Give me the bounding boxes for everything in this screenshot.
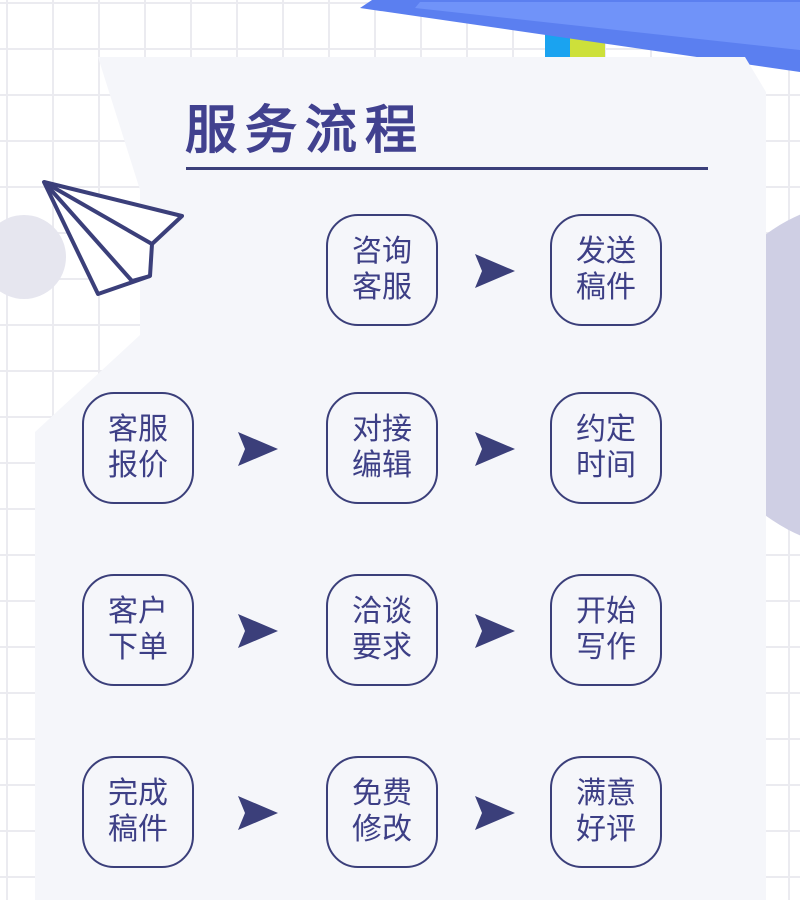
step-label: 时间	[576, 448, 636, 483]
process-step: 发送稿件	[550, 214, 662, 326]
process-step: 对接编辑	[326, 392, 438, 504]
process-step: 客服报价	[82, 392, 194, 504]
arrow-right-icon	[238, 796, 278, 830]
process-step: 完成稿件	[82, 756, 194, 868]
step-label: 下单	[108, 630, 168, 665]
step-label: 对接	[352, 412, 412, 447]
title-divider	[186, 167, 708, 170]
decorative-circle	[0, 215, 66, 299]
arrow-right-icon	[238, 432, 278, 466]
process-step: 免费修改	[326, 756, 438, 868]
page-title: 服务流程	[185, 101, 426, 161]
step-label: 免费	[352, 776, 412, 811]
step-label: 客服	[108, 412, 168, 447]
process-step: 洽谈要求	[326, 574, 438, 686]
step-label: 发送	[576, 234, 636, 269]
step-label: 写作	[576, 630, 636, 665]
step-label: 修改	[352, 812, 412, 847]
step-label: 完成	[108, 776, 168, 811]
arrow-right-icon	[475, 254, 515, 288]
step-label: 满意	[576, 776, 636, 811]
step-label: 编辑	[352, 448, 412, 483]
process-step: 开始写作	[550, 574, 662, 686]
step-label: 报价	[108, 448, 168, 483]
step-label: 约定	[576, 412, 636, 447]
arrow-right-icon	[238, 614, 278, 648]
step-label: 稿件	[576, 270, 636, 305]
step-label: 客服	[352, 270, 412, 305]
step-label: 稿件	[108, 812, 168, 847]
arrow-right-icon	[475, 796, 515, 830]
process-step: 咨询客服	[326, 214, 438, 326]
step-label: 好评	[576, 812, 636, 847]
paper-plane-icon	[42, 180, 184, 296]
step-label: 开始	[576, 594, 636, 629]
process-step: 满意好评	[550, 756, 662, 868]
step-label: 要求	[352, 630, 412, 665]
content-panel	[35, 57, 766, 900]
process-step: 约定时间	[550, 392, 662, 504]
process-step: 客户下单	[82, 574, 194, 686]
step-label: 洽谈	[352, 594, 412, 629]
arrow-right-icon	[475, 614, 515, 648]
arrow-right-icon	[475, 432, 515, 466]
keyboard-illustration	[360, 0, 800, 72]
step-label: 客户	[108, 594, 168, 629]
step-label: 咨询	[352, 234, 412, 269]
